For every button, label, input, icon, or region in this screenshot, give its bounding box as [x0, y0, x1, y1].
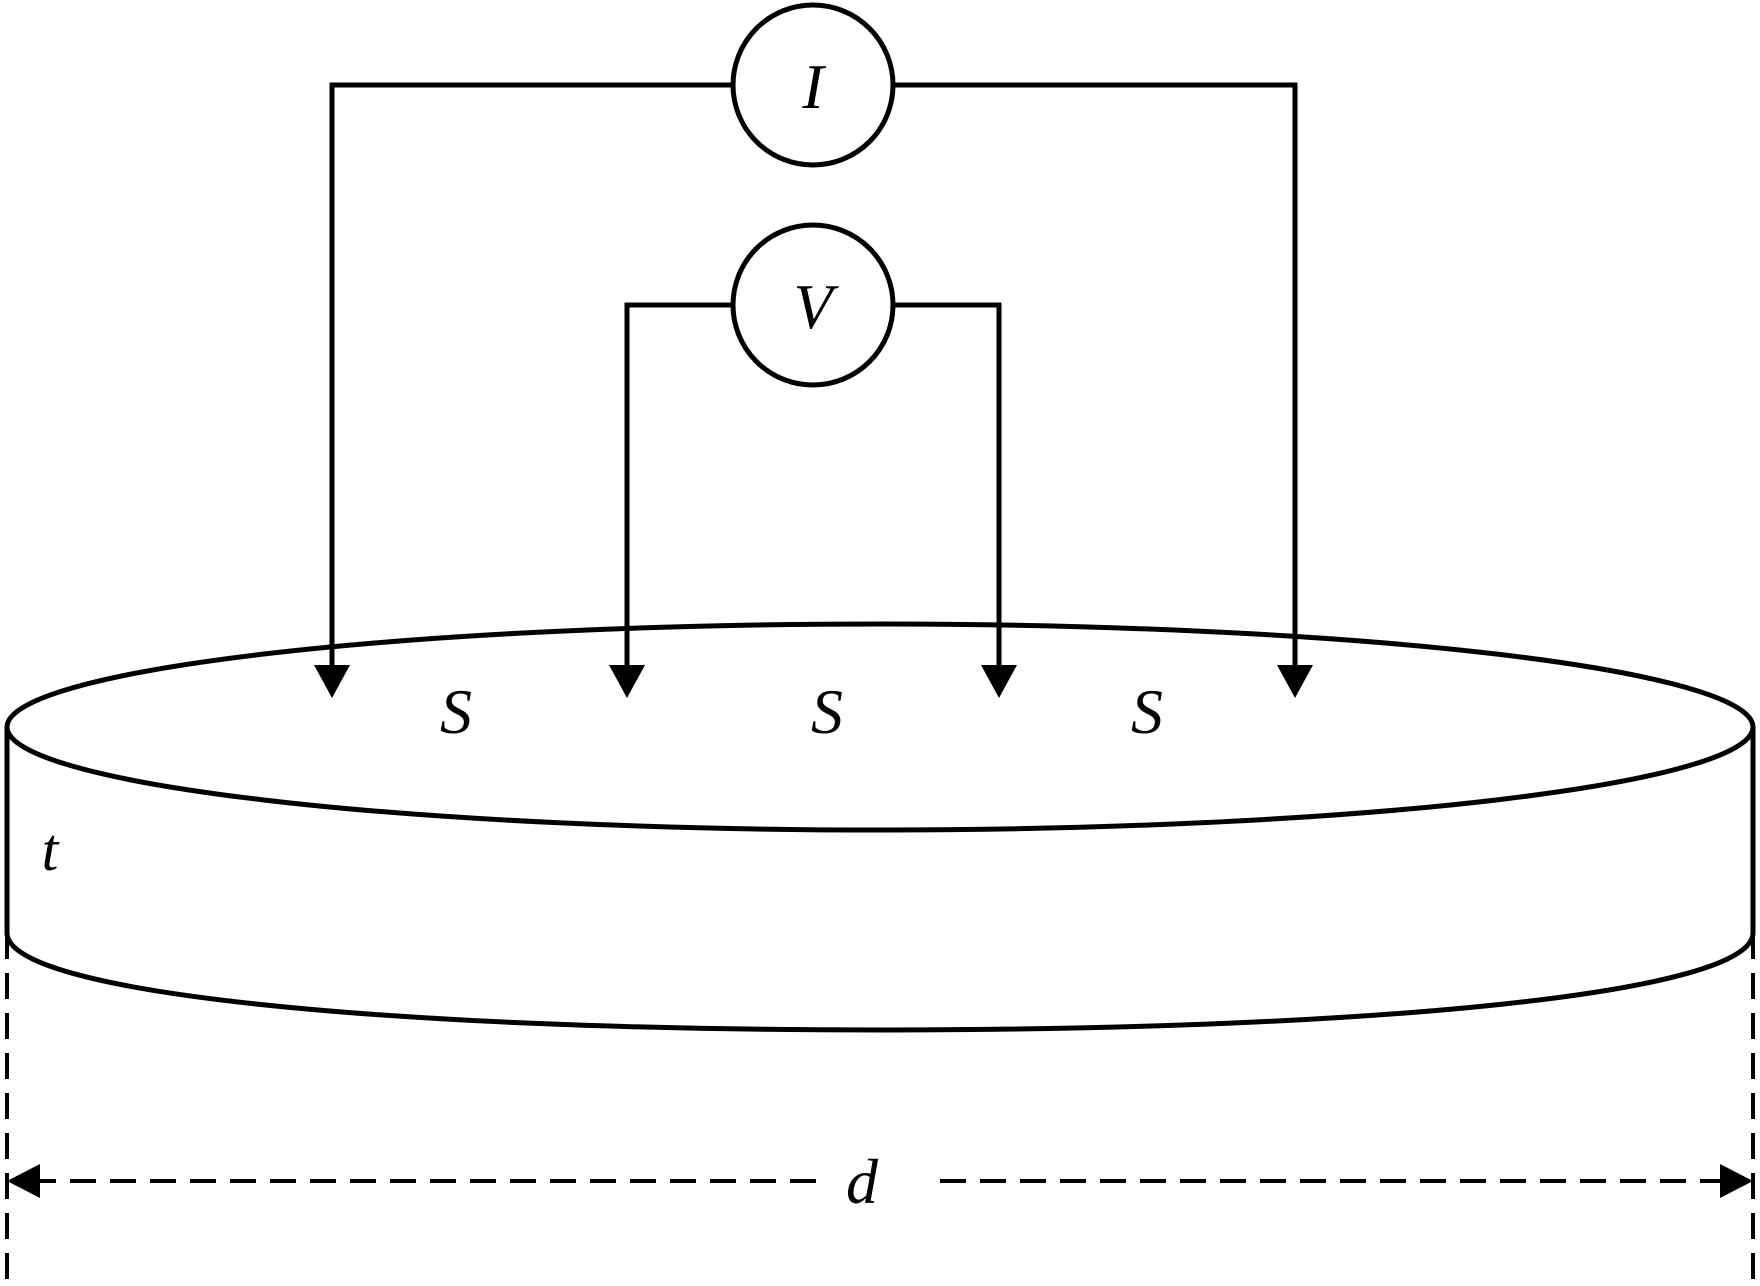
- diameter-dimension: d: [5, 933, 1755, 1286]
- current-probe-left-arrow: [314, 665, 350, 698]
- voltage-probe-left-arrow: [609, 665, 645, 698]
- probe-spacing-labels: S S S: [440, 676, 1163, 747]
- spacing-label-2: S: [811, 676, 843, 747]
- thickness-label: t: [42, 817, 60, 883]
- diameter-arrow-right: [1720, 1164, 1753, 1198]
- ammeter-symbol: I: [801, 51, 826, 122]
- disk-bottom-edge: [4, 932, 1756, 1033]
- current-probe-right-arrow: [1277, 665, 1313, 698]
- sample-disk: [4, 621, 1756, 1033]
- voltage-probe-right-arrow: [981, 665, 1017, 698]
- diameter-label: d: [846, 1146, 879, 1217]
- disk-top-face: [4, 621, 1756, 833]
- current-circuit: I: [314, 2, 1313, 698]
- ammeter-circle: [730, 2, 896, 168]
- current-wire-left: [329, 82, 733, 670]
- voltmeter-circle: [730, 222, 896, 388]
- current-wire-right: [893, 82, 1298, 670]
- spacing-label-1: S: [440, 676, 472, 747]
- diameter-arrow-left: [7, 1164, 40, 1198]
- voltage-circuit: V: [609, 222, 1017, 698]
- voltage-wire-right: [893, 302, 1002, 670]
- spacing-label-3: S: [1131, 676, 1163, 747]
- voltmeter-symbol: V: [793, 271, 839, 342]
- voltage-wire-left: [624, 302, 733, 670]
